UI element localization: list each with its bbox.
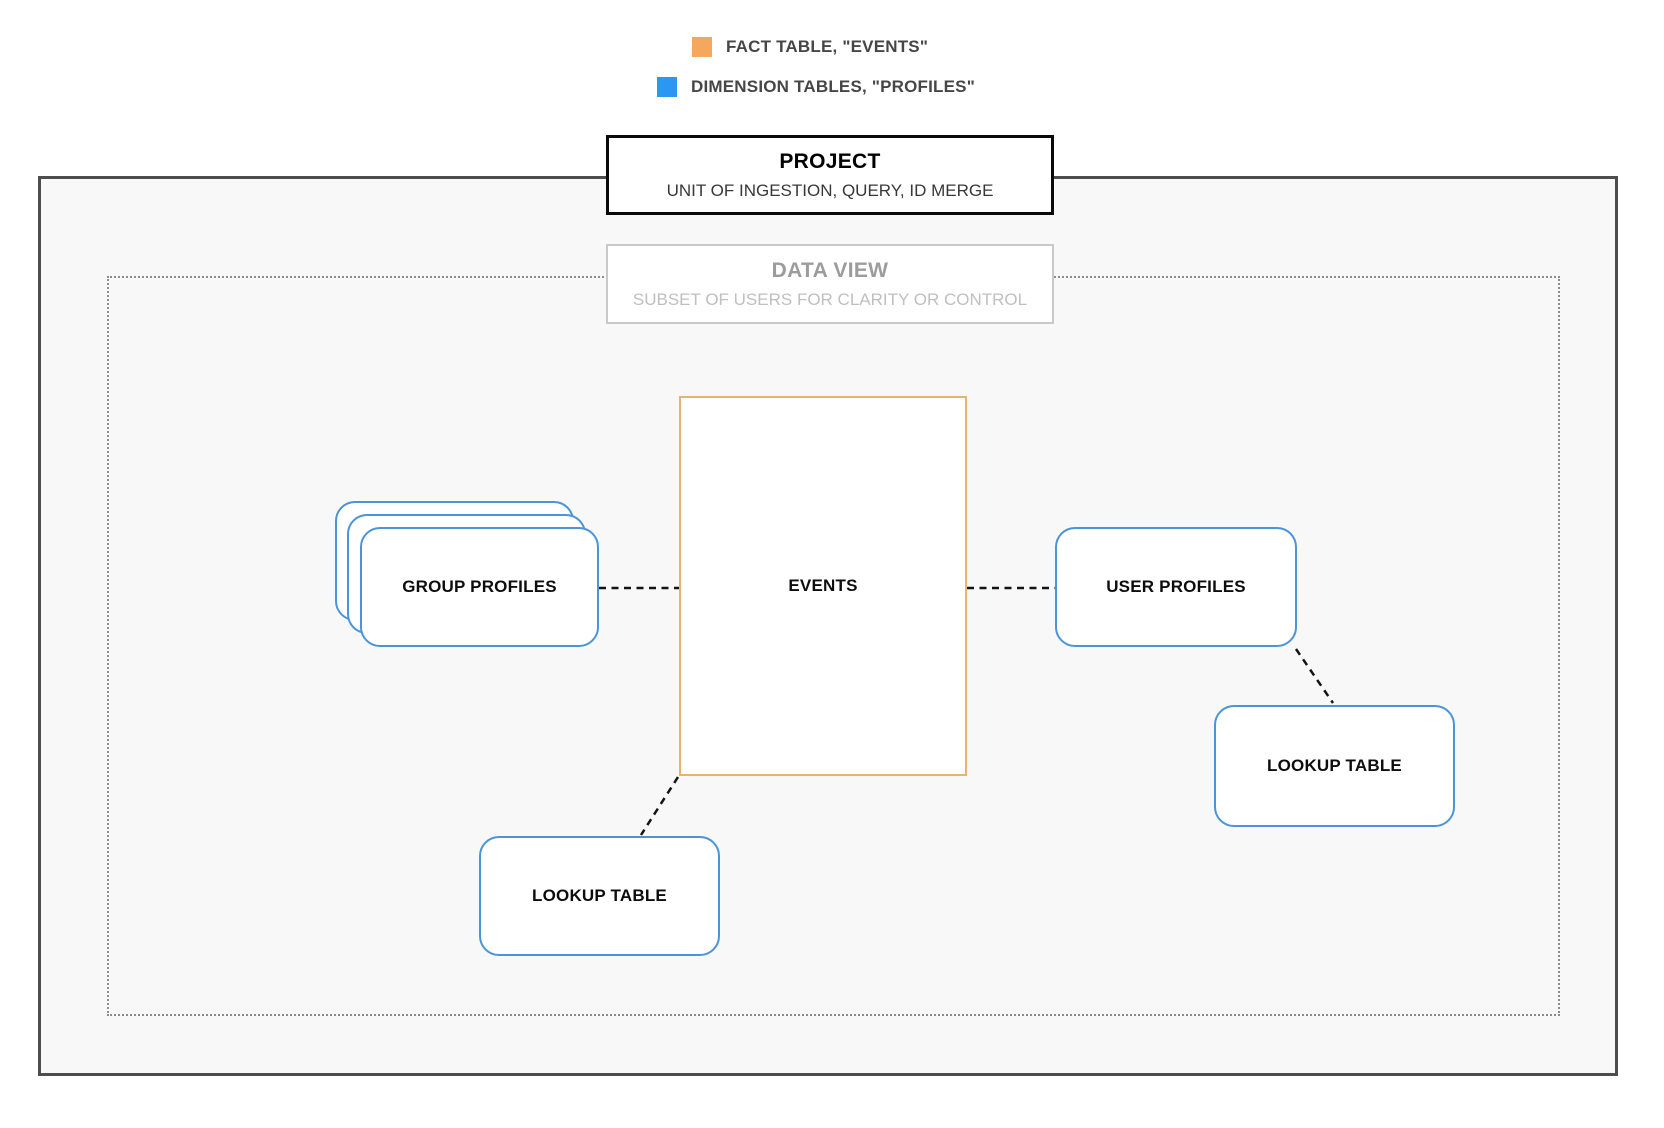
node-user-profiles-label: USER PROFILES — [1106, 577, 1246, 596]
legend-item-dimension-tables: DIMENSION TABLES, "PROFILES" — [657, 77, 975, 97]
node-group-profiles-label: GROUP PROFILES — [402, 577, 557, 596]
project-subtitle: UNIT OF INGESTION, QUERY, ID MERGE — [666, 180, 994, 200]
project-title: PROJECT — [779, 149, 881, 173]
node-lookup-table-bottom-label: LOOKUP TABLE — [532, 886, 667, 905]
data-view-title: DATA VIEW — [771, 258, 889, 282]
node-user-profiles: USER PROFILES — [1055, 527, 1297, 647]
project-box: PROJECT UNIT OF INGESTION, QUERY, ID MER… — [606, 135, 1054, 215]
legend-item-fact-table: FACT TABLE, "EVENTS" — [692, 37, 928, 57]
fact-table-color-swatch-icon — [692, 37, 712, 57]
data-view-subtitle: SUBSET OF USERS FOR CLARITY OR CONTROL — [632, 289, 1028, 309]
data-view-box: DATA VIEW SUBSET OF USERS FOR CLARITY OR… — [606, 244, 1054, 324]
dimension-tables-color-swatch-icon — [657, 77, 677, 97]
node-lookup-table-right-label: LOOKUP TABLE — [1267, 756, 1402, 775]
node-lookup-table-bottom: LOOKUP TABLE — [479, 836, 720, 956]
legend-label-dimension-tables: DIMENSION TABLES, "PROFILES" — [691, 77, 975, 96]
node-group-profiles: GROUP PROFILES — [360, 527, 599, 647]
node-events-label: EVENTS — [788, 576, 858, 595]
node-lookup-table-right: LOOKUP TABLE — [1214, 705, 1455, 827]
node-events-fact-table: EVENTS — [679, 396, 967, 776]
legend-label-fact-table: FACT TABLE, "EVENTS" — [726, 37, 929, 56]
